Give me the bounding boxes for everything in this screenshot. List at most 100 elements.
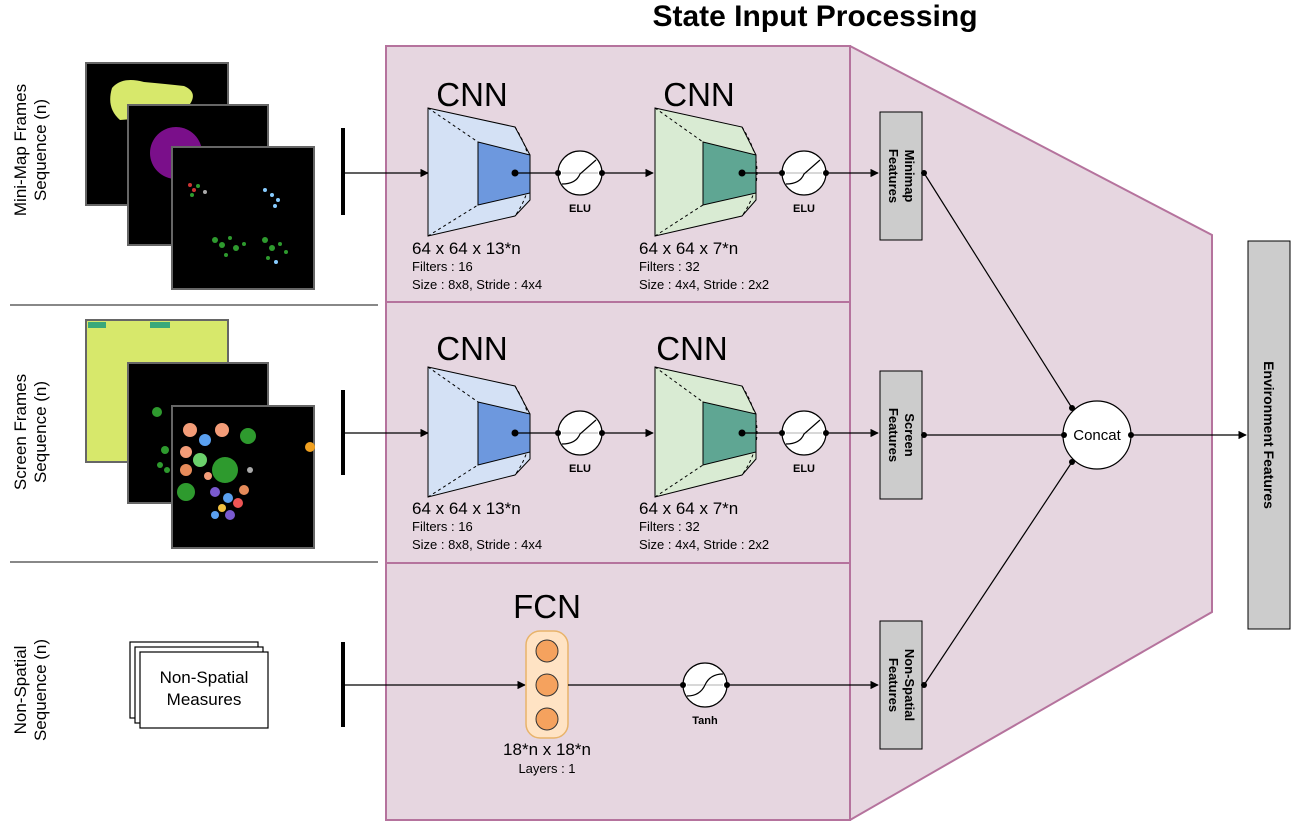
- input-label-minimap: Mini-Map Frames Sequence (n): [11, 84, 50, 216]
- unit-dot: [188, 183, 192, 187]
- unit-dot: [157, 462, 163, 468]
- layer-param: Size : 8x8, Stride : 4x4: [412, 537, 542, 552]
- concat-connectors: [921, 170, 1073, 688]
- features-label: Minimap: [902, 150, 917, 203]
- screen-elu-2: ELU: [742, 410, 879, 475]
- nonspatial-input-label: Non-Spatial: [160, 668, 249, 687]
- input-label-line: Screen Frames: [11, 374, 30, 490]
- unit-dot: [190, 193, 194, 197]
- unit-dot: [218, 504, 226, 512]
- fcn-neuron: [535, 639, 559, 663]
- layer-param: Filters : 32: [639, 259, 700, 274]
- unit-dot: [212, 237, 218, 243]
- unit-dot: [278, 242, 282, 246]
- layer-param: Layers : 1: [518, 761, 575, 776]
- screen-cnn-1: CNN 64 x 64 x 13*n Filters : 16 Size : 8…: [412, 330, 542, 552]
- layer-dims: 64 x 64 x 13*n: [412, 239, 521, 258]
- unit-dot: [263, 188, 267, 192]
- input-label-line: Mini-Map Frames: [11, 84, 30, 216]
- unit-dot: [212, 457, 238, 483]
- features-label: Features: [886, 149, 901, 203]
- unit-dot: [196, 184, 200, 188]
- minimap-unit-dots: [188, 183, 288, 264]
- layer-kind-label: FCN: [513, 588, 581, 625]
- features-label: Features: [886, 658, 901, 712]
- unit-dot: [240, 428, 256, 444]
- output-label: Environment Features: [1261, 361, 1277, 509]
- unit-dot: [266, 256, 270, 260]
- cnn-inner-trapezoid: [702, 141, 757, 206]
- unit-dot: [203, 190, 207, 194]
- unit-dot: [233, 498, 243, 508]
- activation-label: ELU: [793, 463, 815, 475]
- minimap-cnn-2: CNN 64 x 64 x 7*n Filters : 32 Size : 4x…: [639, 76, 769, 292]
- fcn-neuron: [535, 673, 559, 697]
- input-label-nonspatial: Non-Spatial Sequence (n): [11, 639, 50, 741]
- layer-dims: 64 x 64 x 7*n: [639, 239, 738, 258]
- layer-dims: 64 x 64 x 7*n: [639, 499, 738, 518]
- minimap-elu-2: ELU: [742, 150, 879, 215]
- layer-param: Size : 8x8, Stride : 4x4: [412, 277, 542, 292]
- screen-elu-1: ELU: [515, 410, 654, 475]
- layer-dims: 18*n x 18*n: [503, 740, 591, 759]
- unit-dot: [199, 434, 211, 446]
- unit-dot: [193, 453, 207, 467]
- cnn-inner-trapezoid: [477, 141, 531, 206]
- input-label-screen: Screen Frames Sequence (n): [11, 374, 50, 490]
- unit-dot: [219, 242, 225, 248]
- screen-features-box: Screen Features: [879, 370, 923, 500]
- nonspatial-input-stack: Non-Spatial Measures: [129, 641, 269, 729]
- unit-dot: [262, 237, 268, 243]
- nonspatial-tanh: Tanh: [568, 662, 879, 727]
- input-label-line: Sequence (n): [31, 381, 50, 483]
- layer-kind-label: CNN: [436, 330, 508, 367]
- unit-dot: [215, 423, 229, 437]
- unit-dot: [223, 493, 233, 503]
- layer-param: Size : 4x4, Stride : 2x2: [639, 537, 769, 552]
- unit-dot: [161, 446, 169, 454]
- unit-dot: [225, 510, 235, 520]
- screen-frame-detail: [150, 322, 170, 328]
- concat-label: Concat: [1073, 427, 1121, 444]
- unit-dot: [242, 242, 246, 246]
- layer-param: Size : 4x4, Stride : 2x2: [639, 277, 769, 292]
- nonspatial-input-label: Measures: [167, 690, 242, 709]
- input-label-line: Non-Spatial: [11, 646, 30, 735]
- layer-param: Filters : 16: [412, 259, 473, 274]
- unit-dot: [239, 485, 249, 495]
- unit-dot: [247, 467, 253, 473]
- unit-dot: [274, 260, 278, 264]
- layer-kind-label: CNN: [436, 76, 508, 113]
- features-label: Features: [886, 408, 901, 462]
- nonspatial-features-box: Non-Spatial Features: [879, 620, 923, 750]
- unit-dot: [180, 464, 192, 476]
- minimap-frame: [171, 146, 315, 290]
- minimap-frame-stack: [85, 62, 315, 290]
- screen-cnn-2: CNN 64 x 64 x 7*n Filters : 32 Size : 4x…: [639, 330, 769, 552]
- minimap-features-box: Minimap Features: [879, 111, 923, 241]
- unit-dot: [224, 253, 228, 257]
- unit-dot: [305, 442, 315, 452]
- activation-label: ELU: [793, 203, 815, 215]
- unit-dot: [192, 188, 196, 192]
- cnn-inner-trapezoid: [702, 401, 757, 466]
- layer-kind-label: CNN: [663, 76, 735, 113]
- activation-label: Tanh: [692, 715, 718, 727]
- layer-param: Filters : 16: [412, 519, 473, 534]
- screen-unit-dots: [152, 407, 315, 520]
- screen-frame-stack: [85, 319, 315, 549]
- activation-label: ELU: [569, 463, 591, 475]
- screen-frame-detail: [88, 322, 106, 328]
- layer-param: Filters : 32: [639, 519, 700, 534]
- layer-dims: 64 x 64 x 13*n: [412, 499, 521, 518]
- nonspatial-processing-box: [385, 562, 851, 821]
- input-connectors: [341, 128, 526, 727]
- unit-dot: [204, 472, 212, 480]
- unit-dot: [269, 245, 275, 251]
- unit-dot: [210, 487, 220, 497]
- minimap-elu-1: ELU: [515, 150, 654, 215]
- unit-dot: [228, 236, 232, 240]
- unit-dot: [233, 245, 239, 251]
- features-label: Non-Spatial: [902, 649, 917, 721]
